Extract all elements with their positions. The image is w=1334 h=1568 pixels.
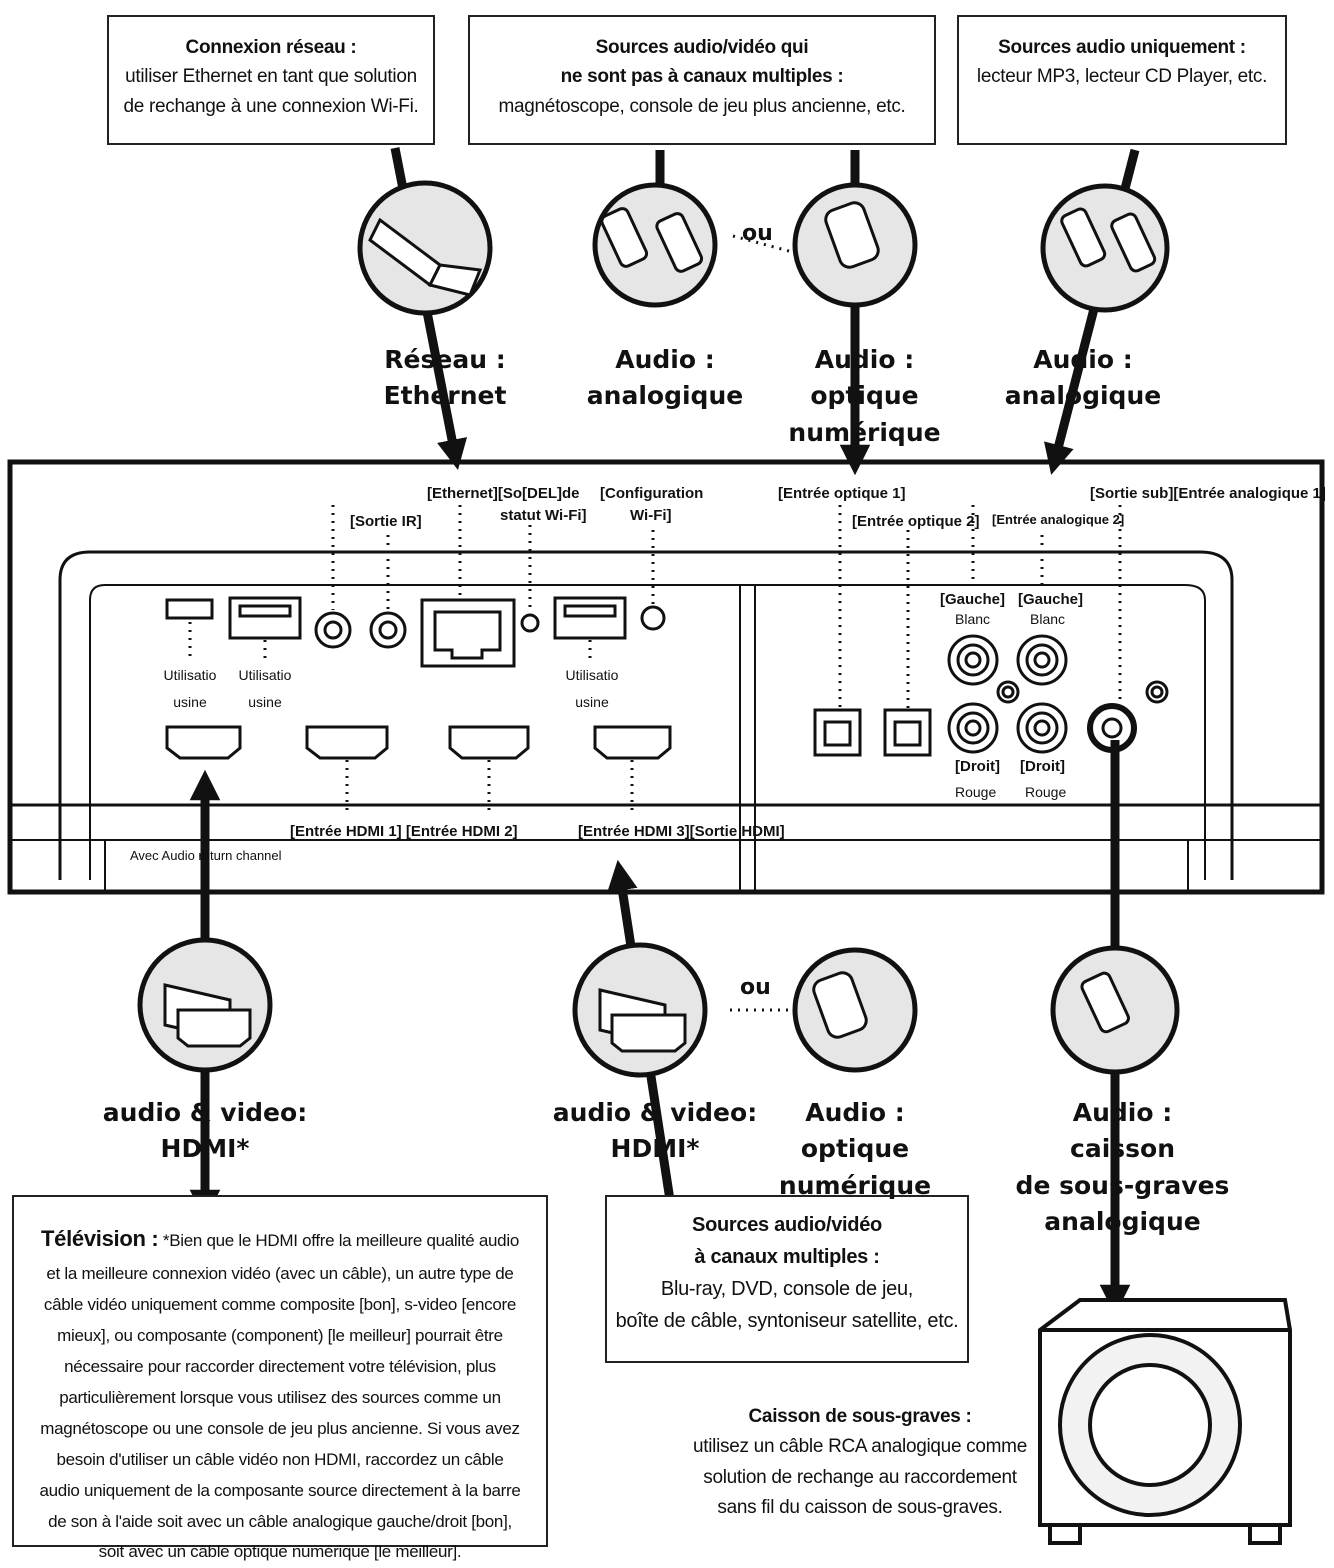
subwoofer-line1: utilisez un câble RCA analogique comme — [693, 1436, 1027, 1458]
port-label-hdmi3-out: [Entrée HDMI 3][Sortie HDMI] — [578, 823, 785, 840]
port-label-ethernet: [Ethernet][So[DEL]de — [427, 485, 580, 502]
port-label-wifi-status: statut Wi-Fi] — [500, 507, 587, 524]
label-hdmi-left: audio & video:HDMI* — [102, 1098, 308, 1164]
port-label-optical1: [Entrée optique 1] — [778, 485, 906, 502]
network-box-line2: de rechange à une connexion Wi-Fi. — [123, 95, 419, 117]
non-multichannel-title1: Sources audio/vidéo qui — [595, 37, 809, 58]
audio-only-line1: lecteur MP3, lecteur CD Player, etc. — [976, 66, 1268, 88]
port-label-left-2: [Gauche] — [1018, 591, 1084, 608]
usb-port-2 — [553, 596, 627, 640]
subwoofer-title: Caisson de sous-graves : — [748, 1406, 972, 1427]
port-label-red-1: Rouge — [955, 784, 997, 800]
hdmi-port-1 — [305, 725, 389, 760]
label-hdmi-mid: audio & video:HDMI* — [552, 1098, 758, 1164]
multichannel-title2: à canaux multiples : — [694, 1246, 880, 1268]
sub-out-port — [1087, 703, 1137, 753]
hdmi-port-2 — [448, 725, 530, 760]
multichannel-line1: Blu-ray, DVD, console de jeu, — [660, 1278, 914, 1300]
rca-left-2 — [1016, 634, 1068, 686]
network-info-box: Connexion réseau : utiliser Ethernet en … — [107, 15, 435, 145]
ethernet-port — [420, 598, 516, 668]
tv-info-box: Télévision : *Bien que le HDMI offre la … — [12, 1195, 548, 1561]
rca-left-1 — [947, 634, 999, 686]
usb-micro-port — [165, 598, 214, 620]
tv-box-title: Télévision : — [41, 1226, 159, 1251]
hdmi-port-out — [165, 725, 242, 760]
port-label-arc: Avec Audio return channel — [130, 848, 282, 863]
usb-port-1 — [228, 596, 302, 640]
port-label-white-2: Blanc — [1030, 611, 1066, 627]
port-label-hdmi12: [Entrée HDMI 1] [Entrée HDMI 2] — [290, 823, 518, 840]
network-box-line1: utiliser Ethernet en tant que solution — [125, 66, 417, 88]
ou-bottom: ou — [740, 975, 771, 1000]
non-multichannel-line1: magnétoscope, console de jeu plus ancien… — [498, 95, 906, 117]
port-label-right-2: [Droit] — [1020, 758, 1065, 775]
multichannel-info-box: Sources audio/vidéo à canaux multiples :… — [605, 1195, 969, 1363]
tv-box-text: *Bien que le HDMI offre la meilleure qua… — [39, 1231, 521, 1562]
port-label-config1: [Configuration — [600, 485, 704, 502]
label-analog-right: Audio :analogique — [1004, 345, 1162, 411]
subwoofer-caption: Caisson de sous-graves : utilisez un câb… — [680, 1402, 1040, 1524]
rca-right-1 — [947, 702, 999, 754]
audio-only-title: Sources audio uniquement : — [998, 37, 1246, 58]
port-label-config2: Wi-Fi] — [630, 507, 672, 524]
subwoofer-line2: solution de rechange au raccordement — [703, 1466, 1017, 1488]
non-multichannel-info-box: Sources audio/vidéo qui ne sont pas à ca… — [468, 15, 936, 145]
port-label-sub-out: [Sortie sub][Entrée analogique 1] — [1090, 485, 1326, 502]
label-analog-top: Audio :analogique — [586, 345, 744, 411]
multichannel-line2: boîte de câble, syntoniseur satellite, e… — [615, 1310, 959, 1332]
port-label-ir: [Sortie IR] — [350, 513, 422, 530]
network-box-title: Connexion réseau : — [185, 37, 357, 58]
port-label-left-1: [Gauche] — [940, 591, 1006, 608]
ou-top: ou — [742, 221, 773, 246]
optical-port-2 — [883, 708, 932, 757]
port-label-red-2: Rouge — [1025, 784, 1067, 800]
rca-right-2 — [1016, 702, 1068, 754]
subwoofer-line3: sans fil du caisson de sous-graves. — [717, 1497, 1003, 1519]
port-label-white-1: Blanc — [955, 611, 991, 627]
wifi-status-led — [520, 613, 540, 633]
audio-only-info-box: Sources audio uniquement : lecteur MP3, … — [957, 15, 1287, 145]
hdmi-port-3 — [593, 725, 672, 760]
ir-port-1 — [314, 611, 352, 649]
optical-port-1 — [813, 708, 862, 757]
subwoofer-image — [1038, 1298, 1292, 1545]
port-label-right-1: [Droit] — [955, 758, 1000, 775]
port-label-analog2: [Entrée analogique 2] — [992, 512, 1125, 527]
multichannel-title1: Sources audio/vidéo — [692, 1214, 882, 1236]
label-optical-top: Audio :optique numérique — [788, 345, 941, 447]
ir-port-2 — [369, 611, 407, 649]
label-network: Réseau :Ethernet — [383, 345, 507, 411]
wifi-config-button — [640, 605, 666, 631]
non-multichannel-title2: ne sont pas à canaux multiples : — [560, 66, 844, 88]
label-optical-bottom: Audio :optique numérique — [778, 1098, 932, 1200]
soundbar-rear-panel — [7, 459, 1325, 895]
port-label-optical2: [Entrée optique 2] — [852, 513, 980, 530]
